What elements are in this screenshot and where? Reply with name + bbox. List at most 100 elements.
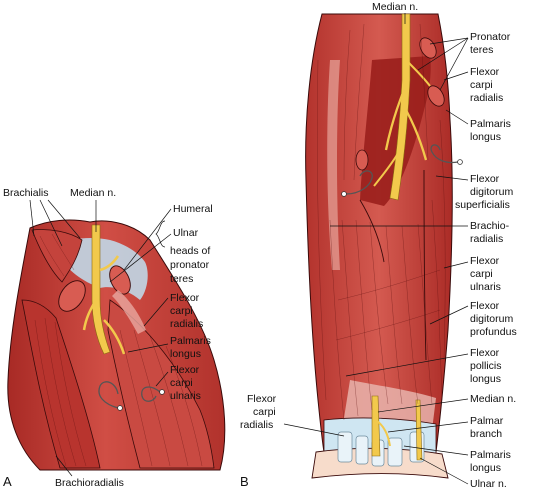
panel-a-nerve-branch-3	[103, 319, 126, 355]
label-a-heads-of: heads of	[170, 245, 210, 257]
panel-b-tendon-1	[337, 431, 353, 463]
leader-b-fds	[435, 175, 469, 181]
panel-a-labels: Brachialis Median n. Humeral Ulnar heads…	[3, 187, 213, 489]
panel-b-muscle-edge-1	[359, 199, 385, 263]
panel-b-nerve-branch-1	[384, 89, 406, 151]
leader-b-pl-low	[403, 445, 469, 456]
panel-a-brachioradialis-muscle	[21, 299, 101, 469]
label-b-fdp-3: profundus	[470, 326, 517, 338]
label-a-brachialis: Brachialis	[3, 187, 49, 199]
leader-b-fdp	[429, 305, 469, 325]
leader-a-ulnar	[109, 233, 172, 283]
leader-b-fcr-low	[283, 423, 345, 437]
label-a-fcr-3: radialis	[170, 318, 203, 330]
label-b-fcr-2: carpi	[470, 79, 493, 91]
label-b-fcu-2: carpi	[470, 268, 493, 280]
leader-b-fpl	[345, 353, 469, 377]
panel-b-median-nerve-lower	[371, 395, 381, 457]
panel-a-retractor-eye-1	[117, 405, 123, 411]
label-b-fpl-2: pollicis	[470, 360, 502, 372]
leader-b-fcr	[443, 71, 469, 81]
panel-b-retractor-hook-1	[345, 170, 373, 195]
label-b-fcr-low-1: Flexor	[247, 393, 277, 405]
panel-a-brachialis-muscle	[31, 229, 83, 283]
leader-b-pl	[445, 109, 469, 125]
bracket-a-heads	[155, 220, 166, 248]
label-b-fpl-3: longus	[470, 373, 501, 385]
label-a-pl-1: Palmaris	[170, 335, 211, 347]
label-b-fds-1: Flexor	[470, 173, 500, 185]
panel-a-nerve-branch-2	[99, 255, 120, 272]
panel-b-retractor-eye-1	[341, 191, 347, 197]
panel-a-retractor-eye-2	[159, 389, 165, 395]
panel-a-muscle-fibers	[34, 233, 203, 467]
panel-b-labels: Median n. Pronator teres Flexor carpi ra…	[240, 1, 517, 490]
panel-b-nerve-branch-2	[404, 109, 428, 161]
label-a-fcr-1: Flexor	[170, 292, 200, 304]
label-b-pl-2: longus	[470, 131, 501, 143]
leader-a-pl	[127, 343, 169, 353]
panel-a-cut-muscle-left	[58, 280, 86, 312]
leader-a-fcu	[155, 371, 169, 387]
panel-a-median-nerve	[91, 224, 111, 355]
panel-b-tendon-4	[387, 437, 403, 467]
panel-a-retractor-hook-2	[141, 386, 161, 402]
panel-b-cut-pronator-2	[427, 85, 445, 107]
label-a-fcu-3: ulnaris	[170, 390, 201, 402]
panel-b-nerve-branch-4	[405, 59, 431, 87]
leader-a-humeral	[123, 208, 172, 271]
label-b-fcr-low-2: carpi	[253, 406, 276, 418]
panel-b-retractor-eye-2	[457, 159, 463, 165]
label-b-fds-3: superficialis	[455, 199, 510, 211]
label-b-fds-2: digitorum	[470, 186, 513, 198]
label-b-br-2: radialis	[470, 233, 503, 245]
panel-b-illustration	[305, 13, 463, 479]
panel-a-illustration	[7, 219, 226, 471]
label-b-fcr-3: radialis	[470, 92, 503, 104]
label-b-pronator-2: teres	[470, 44, 493, 56]
label-b-fpl-1: Flexor	[470, 347, 500, 359]
panel-b-muscle-fibers	[317, 23, 446, 421]
panel-b-tendon-2	[355, 435, 369, 465]
label-b-median-n-top: Median n.	[372, 1, 418, 13]
label-a-fcr-2: carpi	[170, 305, 193, 317]
label-b-palmar-branch-1: Palmar	[470, 415, 504, 427]
label-a-pl-2: longus	[170, 348, 201, 360]
leader-b-ulnar-n	[419, 457, 469, 485]
label-a-median-n: Median n.	[70, 187, 116, 199]
label-b-fcu-3: ulnaris	[470, 281, 501, 293]
leader-b-median-low	[377, 398, 469, 413]
label-a-ulnar: Ulnar	[173, 227, 199, 239]
label-b-pronator-1: Pronator	[470, 31, 511, 43]
label-a-fcu-1: Flexor	[170, 364, 200, 376]
label-b-pl-1: Palmaris	[470, 118, 511, 130]
leader-a-brachialis-3	[47, 199, 81, 239]
panel-a-flexor-muscles	[107, 299, 215, 469]
panel-b-retractor-hook-2	[430, 144, 459, 164]
label-a-fcu-2: carpi	[170, 377, 193, 389]
leader-b-palmar-branch	[387, 421, 469, 433]
label-b-fdp-2: digitorum	[470, 313, 513, 325]
panel-b-palmar-branch	[375, 419, 391, 447]
leader-a-brachialis-1	[29, 199, 35, 237]
panel-b-letter: B	[240, 474, 249, 489]
label-b-fcr-low-3: radialis	[240, 419, 273, 431]
panel-a-nerve-branch-1	[82, 299, 98, 331]
leader-b-fcu	[443, 261, 469, 269]
leader-b-pt-1	[429, 37, 469, 45]
leader-a-fcr	[143, 297, 169, 327]
label-b-pl-low-2: longus	[470, 462, 501, 474]
leader-a-brachioradialis	[55, 455, 73, 477]
label-a-brachioradialis: Brachioradialis	[55, 477, 124, 489]
label-a-humeral: Humeral	[173, 203, 213, 215]
panel-b-cut-pronator-3	[355, 149, 369, 171]
label-b-palmar-branch-2: branch	[470, 428, 502, 440]
label-b-br-1: Brachio-	[470, 220, 510, 232]
panel-b-muscle-edge-2	[423, 169, 427, 361]
label-a-teres: teres	[170, 273, 193, 285]
label-b-pl-low-1: Palmaris	[470, 449, 511, 461]
panel-a-retractor-hook-1	[98, 381, 119, 409]
label-b-ulnar-n: Ulnar n.	[470, 478, 507, 490]
panel-b-nerve-branch-3	[373, 149, 401, 187]
